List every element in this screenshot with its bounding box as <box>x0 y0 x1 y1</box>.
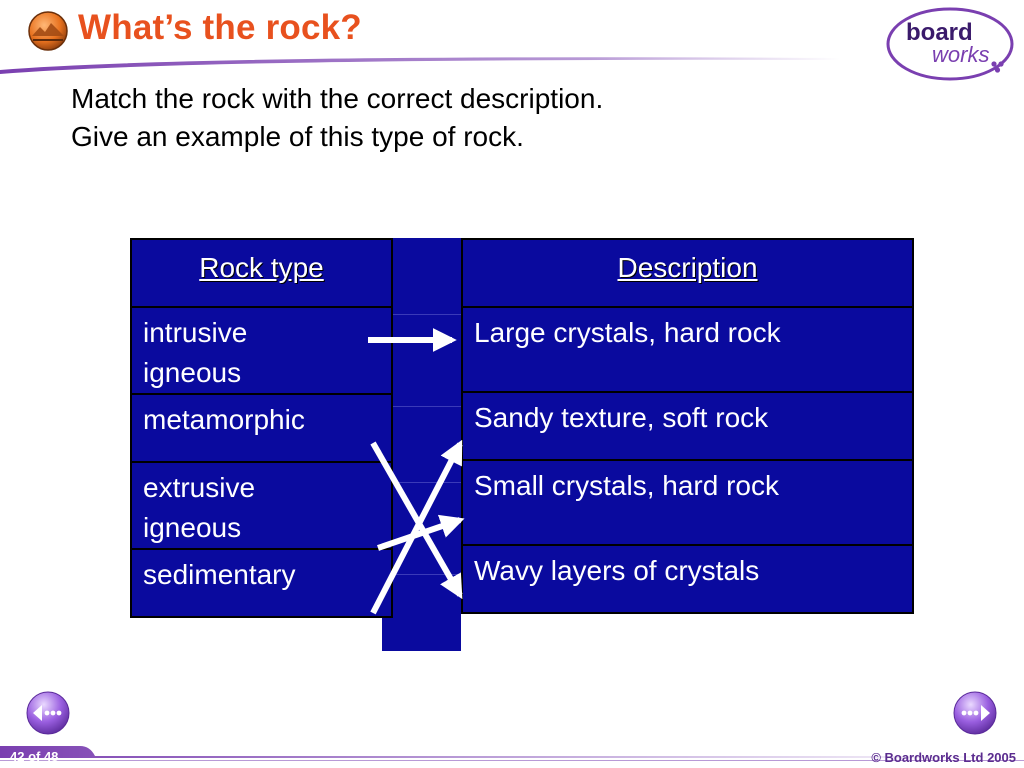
description-cell[interactable]: Small crystals, hard rock <box>461 459 914 546</box>
copyright-notice: © Boardworks Ltd 2005 <box>871 750 1016 765</box>
table-header-row: Description <box>461 238 914 308</box>
description-cell[interactable]: Large crystals, hard rock <box>461 306 914 393</box>
next-arrow-icon <box>953 691 997 735</box>
footer-bar <box>0 746 1024 761</box>
rock-cell[interactable]: extrusive igneous <box>130 461 393 550</box>
table-row: Wavy layers of crystals <box>461 544 914 614</box>
table-row: extrusive igneous <box>130 461 393 550</box>
description-cell[interactable]: Sandy texture, soft rock <box>461 391 914 461</box>
match-area <box>382 238 461 651</box>
instructions: Match the rock with the correct descript… <box>71 80 603 156</box>
header-description: Description <box>461 238 914 308</box>
rock-cell[interactable]: intrusive igneous <box>130 306 393 395</box>
page-title: What’s the rock? <box>78 8 362 47</box>
boardworks-logo: board works <box>884 4 1018 82</box>
table-row: Large crystals, hard rock <box>461 306 914 393</box>
rock-cell[interactable]: metamorphic <box>130 393 393 463</box>
rock-icon <box>28 11 68 51</box>
description-table: Description Large crystals, hard rock Sa… <box>461 238 914 614</box>
description-cell[interactable]: Wavy layers of crystals <box>461 544 914 614</box>
table-row: metamorphic <box>130 393 393 463</box>
instruction-line: Match the rock with the correct descript… <box>71 83 604 114</box>
page-indicator: 42 of 48 <box>10 749 59 764</box>
table-row: Sandy texture, soft rock <box>461 391 914 461</box>
rock-cell[interactable]: sedimentary <box>130 548 393 618</box>
previous-button[interactable] <box>25 690 71 736</box>
instruction-line: Give an example of this type of rock. <box>71 121 524 152</box>
table-row: Small crystals, hard rock <box>461 459 914 546</box>
table-row: sedimentary <box>130 548 393 618</box>
rock-type-table: Rock type intrusive igneous metamorphic … <box>130 238 393 618</box>
logo-word-works: works <box>932 42 989 67</box>
previous-arrow-icon <box>26 691 70 735</box>
header-rock-type: Rock type <box>130 238 393 308</box>
title-underline <box>0 57 840 74</box>
next-button[interactable] <box>952 690 998 736</box>
logo-word-board: board <box>906 19 973 46</box>
table-header-row: Rock type <box>130 238 393 308</box>
table-row: intrusive igneous <box>130 306 393 395</box>
